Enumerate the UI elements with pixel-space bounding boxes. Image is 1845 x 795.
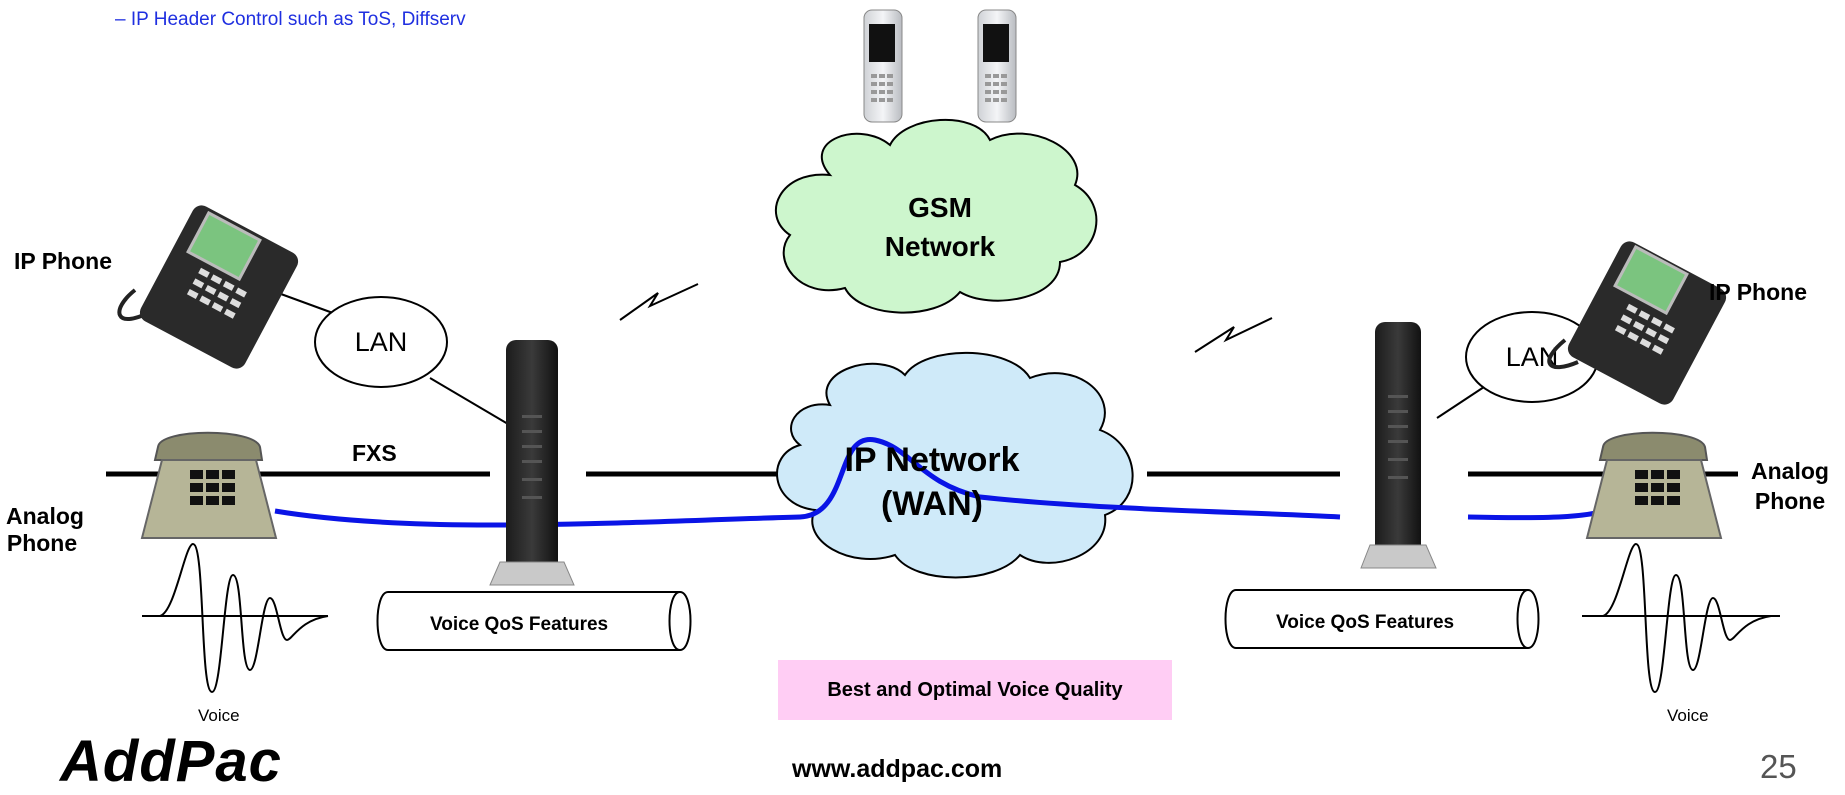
wireless-link-icon xyxy=(1194,317,1273,353)
lan-label-left: LAN xyxy=(355,327,408,357)
qos-label-right: Voice QoS Features xyxy=(1276,612,1455,633)
addpac-logo: AddPac xyxy=(60,729,282,794)
voice-label-right: Voice xyxy=(1667,706,1709,725)
analog-right-line2: Phone xyxy=(1754,488,1826,514)
ip-phone-right-label: IP Phone xyxy=(1709,279,1807,305)
qos-cylinder-left xyxy=(376,591,692,651)
qos-label-left: Voice QoS Features xyxy=(430,614,609,635)
ip-phone-left-label: IP Phone xyxy=(14,248,112,274)
page-number: 25 xyxy=(1760,748,1797,785)
gsm-cloud xyxy=(774,119,1098,314)
ip-phone-left xyxy=(117,205,299,369)
qos-cylinder-right xyxy=(1224,589,1540,649)
voice-waveform-left xyxy=(142,542,329,694)
ip-network-cloud xyxy=(776,351,1134,579)
gsm-cloud-label-line1: GSM xyxy=(908,192,972,223)
analog-right-line1: Analog xyxy=(1751,458,1829,484)
analog-phone-right-label: Analog Phone xyxy=(1744,456,1836,516)
analog-phone-right xyxy=(1585,431,1723,539)
ip-cloud-label-line1: IP Network xyxy=(844,441,1019,479)
wireless-link-icon xyxy=(619,283,699,321)
analog-left-line2: Phone xyxy=(6,530,78,556)
analog-phone-left xyxy=(140,431,278,539)
mobile-phone-left xyxy=(863,9,903,123)
fxs-label: FXS xyxy=(352,440,397,466)
voice-label-left: Voice xyxy=(198,706,240,725)
voice-waveform-right xyxy=(1582,542,1780,694)
mobile-phone-right xyxy=(977,9,1017,123)
voice-quality-badge: Best and Optimal Voice Quality xyxy=(778,660,1172,720)
analog-left-line1: Analog xyxy=(6,503,84,529)
gateway-device-left xyxy=(489,340,575,586)
bullet-header-control: – IP Header Control such as ToS, Diffser… xyxy=(115,9,466,30)
lan-connector xyxy=(429,377,509,425)
gateway-device-right xyxy=(1360,322,1437,569)
lan-connector xyxy=(1436,384,1488,419)
lan-ellipse-left xyxy=(314,296,448,388)
gsm-cloud-label-line2: Network xyxy=(885,231,996,262)
analog-phone-left-label: Analog Phone xyxy=(6,503,84,557)
ip-cloud-label-line2: (WAN) xyxy=(881,485,983,523)
footer-url: www.addpac.com xyxy=(792,755,1003,783)
ip-phone-right xyxy=(1547,241,1727,405)
